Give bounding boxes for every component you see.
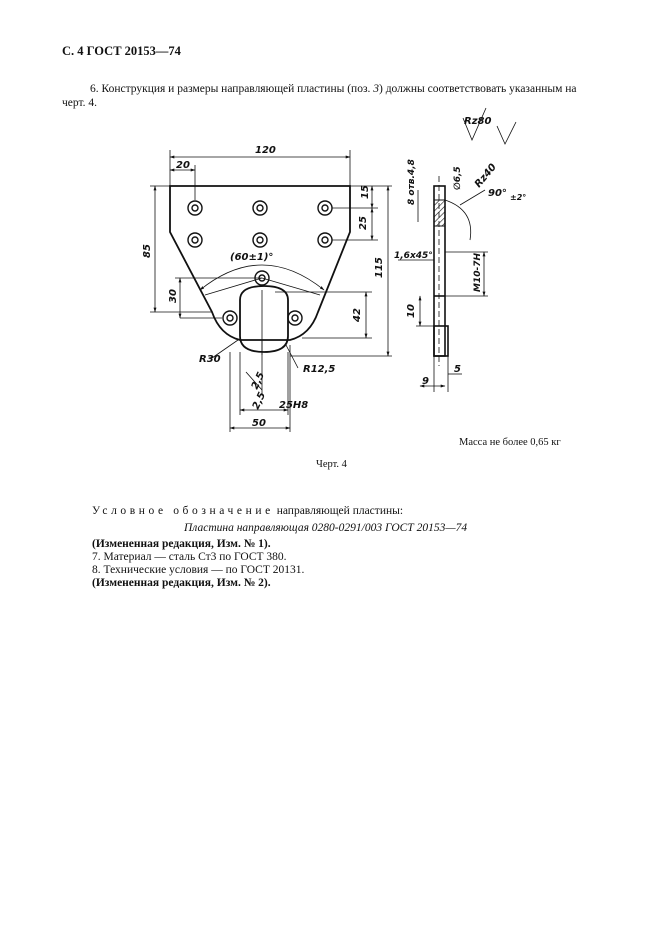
item-7: 7. Материал — сталь Ст3 по ГОСТ 380. bbox=[92, 551, 287, 563]
dim-15: 15 bbox=[360, 185, 371, 199]
mass-note: Масса не более 0,65 кг bbox=[459, 437, 561, 448]
dim-25: 25 bbox=[358, 216, 369, 230]
dim-25h8: 25H8 bbox=[279, 400, 308, 411]
designation-line: Условное обозначение направляющей пласти… bbox=[92, 505, 403, 517]
roughness-rz80: Rz80 bbox=[464, 116, 491, 127]
dim-5: 5 bbox=[454, 364, 461, 375]
dim-r12: R12,5 bbox=[303, 364, 335, 375]
technical-drawing: 120 20 15 25 85 115 30 42 (60±1)° R30 R1… bbox=[142, 107, 526, 432]
roughness-rz40: Rz40 bbox=[473, 162, 499, 190]
dim-20: 20 bbox=[176, 160, 190, 171]
dim-30: 30 bbox=[168, 289, 179, 303]
dim-tolerance: ±2° bbox=[510, 193, 526, 202]
dim-90deg: 90° bbox=[488, 188, 507, 199]
designation-label: Условное обозначение bbox=[92, 505, 274, 517]
page-header: С. 4 ГОСТ 20153—74 bbox=[62, 44, 181, 58]
dimension-lines bbox=[150, 150, 392, 432]
paragraph-text-2: ) должны соответствовать указанным на че… bbox=[62, 83, 577, 109]
paragraph-pos: 3 bbox=[373, 83, 379, 95]
dim-115: 115 bbox=[374, 257, 385, 278]
dim-chamfer: 1,6x45° bbox=[394, 251, 433, 261]
dim-angle: (60±1)° bbox=[230, 252, 273, 263]
dim-10: 10 bbox=[406, 304, 417, 318]
plate-side-view bbox=[433, 185, 449, 357]
paragraph-number: 6. bbox=[90, 83, 99, 95]
dim-2-5b: 2,5 bbox=[251, 391, 268, 412]
amendment-2: (Измененная редакция, Изм. № 2). bbox=[92, 577, 271, 589]
holes bbox=[187, 200, 333, 326]
dim-d6-5: ∅6,5 bbox=[453, 166, 463, 190]
dim-50: 50 bbox=[252, 418, 266, 429]
dim-42: 42 bbox=[352, 308, 363, 323]
dim-m10: M10-7H bbox=[473, 253, 483, 292]
designation-label-rest: направляющей пластины: bbox=[273, 505, 404, 517]
dim-85: 85 bbox=[142, 244, 153, 258]
paragraph-6: 6. Конструкция и размеры направляющей пл… bbox=[62, 82, 600, 110]
amendment-1: (Измененная редакция, Изм. № 1). bbox=[92, 538, 271, 550]
item-8: 8. Технические условия — по ГОСТ 20131. bbox=[92, 564, 305, 576]
dim-9: 9 bbox=[422, 376, 429, 387]
paragraph-text-1: Конструкция и размеры направляющей пласт… bbox=[98, 83, 374, 95]
dim-8-holes: 8 отв.4,8 bbox=[407, 159, 417, 205]
section-hatch bbox=[433, 199, 446, 227]
dim-2-5a: 2,5 bbox=[250, 371, 267, 392]
dim-r30: R30 bbox=[199, 354, 221, 365]
figure-caption: Черт. 4 bbox=[316, 459, 347, 470]
designation-example: Пластина направляющая 0280-0291/003 ГОСТ… bbox=[184, 522, 468, 534]
side-view-dims bbox=[398, 107, 517, 392]
dim-120: 120 bbox=[255, 145, 276, 156]
